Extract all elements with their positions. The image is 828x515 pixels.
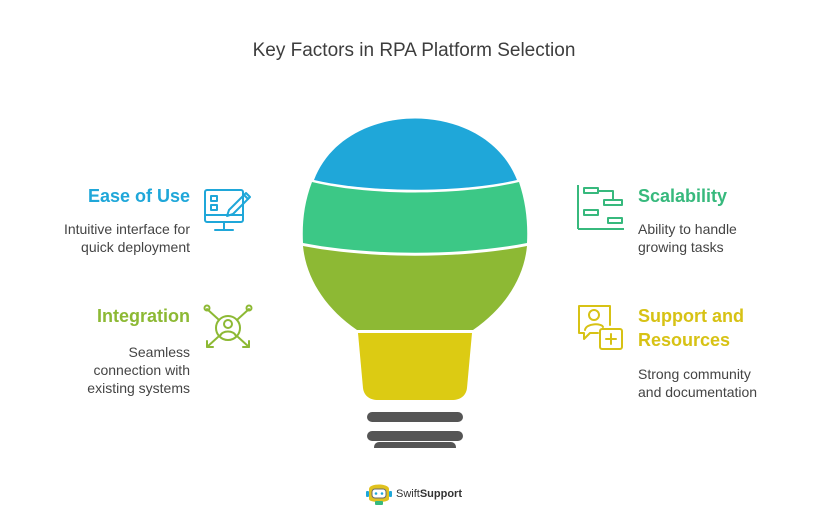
support-chat-icon	[578, 305, 623, 350]
monitor-edit-icon	[204, 189, 251, 231]
gantt-chart-icon	[577, 185, 624, 230]
brand-logo: SwiftSupport	[366, 483, 462, 505]
user-network-icon	[203, 304, 253, 348]
factor-title-support-and-resources: Support and Resources	[638, 306, 744, 350]
bulb-segment-ease	[314, 118, 517, 190]
factor-title-integration: Integration	[97, 306, 190, 326]
factor-desc-integration: Seamless connection with existing system…	[87, 344, 190, 396]
factor-desc-ease-of-use: Intuitive interface for quick deployment	[63, 221, 190, 255]
bulb-segment-support	[358, 333, 472, 400]
bulb-screw-line	[367, 412, 463, 422]
bulb-segment-integration	[303, 246, 527, 330]
diagram-title: Key Factors in RPA Platform Selection	[252, 40, 576, 61]
bulb-screw-line	[367, 431, 463, 441]
lightbulb-graphic	[302, 118, 528, 448]
factor-title-scalability: Scalability	[638, 186, 728, 206]
bulb-segment-scalability	[302, 182, 528, 253]
robot-logo-icon	[366, 484, 392, 505]
factor-desc-scalability: Ability to handle growing tasks	[638, 221, 737, 255]
bulb-screw-line	[374, 442, 456, 448]
brand-name-part2: Support	[419, 488, 463, 500]
factor-title-ease-of-use: Ease of Use	[87, 186, 190, 206]
factor-desc-support-and-resources: Strong community and documentation	[638, 366, 758, 400]
brand-name-part1: Swift	[396, 488, 420, 500]
